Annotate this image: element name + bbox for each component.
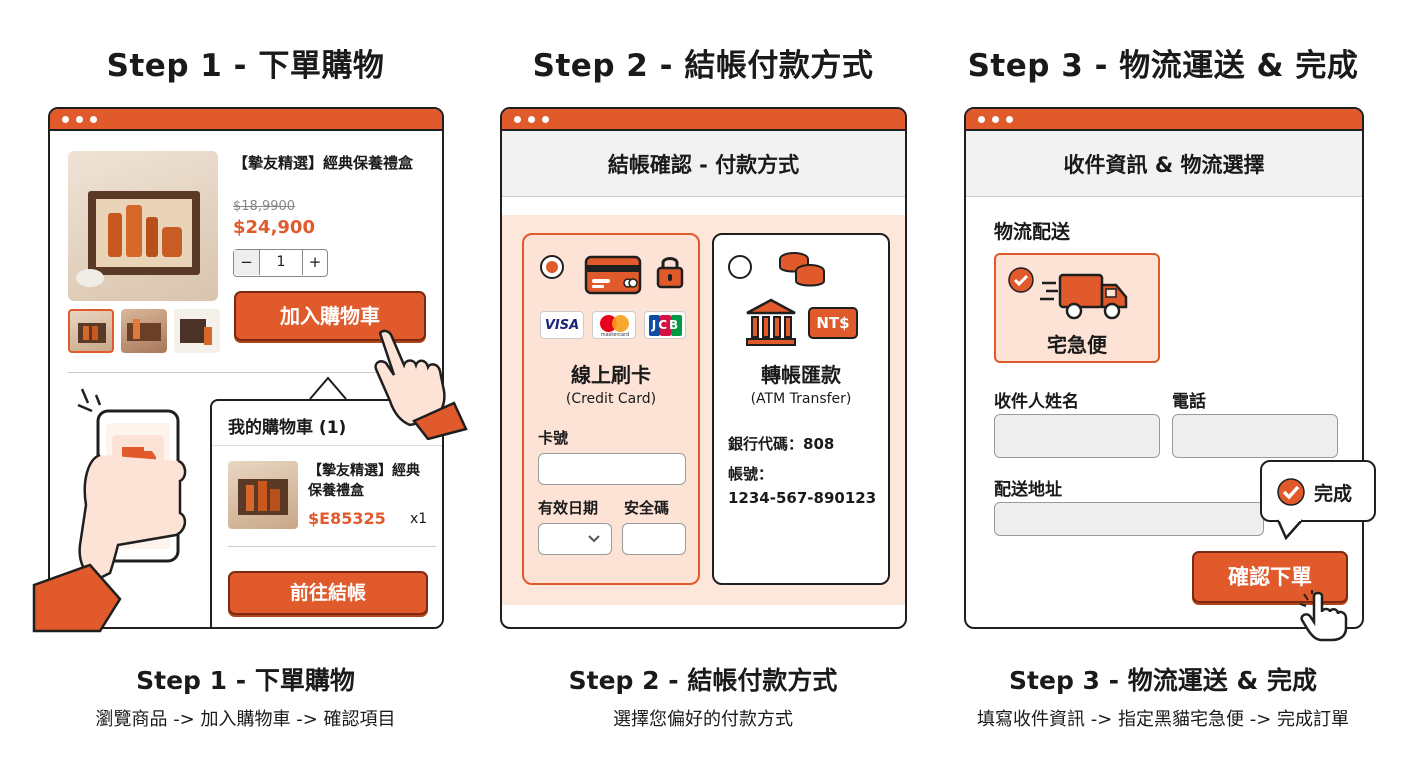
cart-popover: 我的購物車 (1) − 【摯友精選】經典保養禮盒 $E85325 x1 前往結帳	[210, 399, 442, 627]
window-dot	[90, 116, 97, 123]
step1-caption: Step 1 - 下單購物	[136, 666, 355, 695]
cart-item-name: 【摯友精選】經典保養禮盒	[308, 463, 420, 499]
lock-icon	[656, 257, 684, 289]
ntd-badge: NT$	[808, 307, 858, 339]
check-circle-icon	[1277, 478, 1305, 506]
step3-window: 收件資訊 & 物流選擇 物流配送 宅急便 收件人姓名 電話 配送地址 確認下單	[964, 107, 1364, 629]
completion-bubble-label: 完成	[1314, 483, 1353, 505]
credit-card-subtitle: (Credit Card)	[565, 391, 657, 407]
account-number: 1234-567-890123	[728, 489, 877, 507]
quantity-stepper[interactable]: − 1 +	[233, 249, 328, 277]
address-input[interactable]	[994, 502, 1264, 536]
divider	[228, 546, 436, 547]
mastercard-logo: mastercard	[592, 311, 636, 339]
expiry-select[interactable]	[538, 523, 612, 555]
pointer-cursor-icon	[1300, 590, 1348, 642]
chevron-down-icon	[588, 535, 600, 543]
step1-window: 【摯友精選】經典保養禮盒 $18,9900 $24,900 − 1 + 加入購物…	[48, 107, 444, 629]
coins-icon	[779, 252, 825, 287]
window-dot	[514, 116, 521, 123]
window-dot	[542, 116, 549, 123]
visa-logo: VISA	[540, 311, 584, 339]
window-dot	[978, 116, 985, 123]
payment-header-bar	[502, 131, 905, 197]
shipping-section-label: 物流配送	[994, 221, 1071, 243]
recipient-name-input[interactable]	[994, 414, 1160, 458]
shipping-header-bar	[966, 131, 1362, 197]
step3-caption: Step 3 - 物流運送 & 完成	[1009, 666, 1317, 695]
window-titlebar	[502, 109, 905, 131]
product-name: 【摯友精選】經典保養禮盒	[233, 154, 414, 172]
recipient-name-label: 收件人姓名	[994, 392, 1079, 412]
bank-code: 銀行代碼：808	[728, 435, 835, 453]
phone-label: 電話	[1172, 392, 1206, 412]
divider	[68, 372, 430, 373]
card-number-input[interactable]	[538, 453, 686, 485]
atm-subtitle: (ATM Transfer)	[750, 391, 852, 407]
payment-header: 結帳確認 - 付款方式	[607, 153, 800, 177]
cart-item-price: $E85325	[308, 509, 386, 528]
qty-minus-button[interactable]: −	[234, 250, 260, 275]
popover-notch	[309, 376, 347, 400]
bubble-tail	[1276, 518, 1303, 540]
qty-plus-button[interactable]: +	[302, 250, 327, 275]
home-delivery-option[interactable]: 宅急便	[994, 253, 1160, 363]
delivery-truck-icon	[1040, 273, 1128, 320]
step3-description: 填寫收件資訊 -> 指定黑貓宅急便 -> 完成訂單	[976, 709, 1350, 730]
jcb-logo: JCB	[644, 311, 686, 339]
product-old-price: $18,9900	[233, 199, 296, 214]
checkout-button[interactable]: 前往結帳	[228, 571, 428, 615]
product-image[interactable]	[68, 151, 218, 301]
window-dot	[992, 116, 999, 123]
qty-value[interactable]: 1	[276, 254, 286, 270]
shipping-header: 收件資訊 & 物流選擇	[1063, 153, 1265, 177]
address-label: 配送地址	[994, 480, 1062, 500]
product-price: $24,900	[233, 217, 315, 238]
account-label: 帳號：	[728, 465, 774, 483]
pointing-hand-icon	[374, 329, 468, 440]
atm-transfer-radio[interactable]	[728, 255, 752, 279]
step2-title: Step 2 - 結帳付款方式	[532, 48, 874, 84]
cvv-input[interactable]	[622, 523, 686, 555]
completion-bubble: 完成	[1260, 460, 1376, 522]
phone-input[interactable]	[1172, 414, 1338, 458]
card-number-label: 卡號	[538, 429, 569, 447]
step3-title: Step 3 - 物流運送 & 完成	[967, 48, 1359, 84]
window-titlebar	[50, 109, 442, 131]
checkmark-icon	[1008, 267, 1034, 293]
thumbnail-1[interactable]	[68, 309, 114, 353]
step2-description: 選擇您偏好的付款方式	[613, 709, 793, 730]
bank-icon	[746, 298, 796, 346]
credit-card-title: 線上刷卡	[571, 363, 651, 387]
window-dot	[76, 116, 83, 123]
step2-window: 結帳確認 - 付款方式 VISA mastercard JCB	[500, 107, 907, 629]
atm-transfer-option[interactable]: NT$ 轉帳匯款 (ATM Transfer) 銀行代碼：808 帳號： 123…	[712, 233, 890, 585]
step1-description: 瀏覽商品 -> 加入購物車 -> 確認項目	[95, 709, 396, 730]
phone-in-hand-icon	[32, 388, 187, 633]
step2-caption: Step 2 - 結帳付款方式	[568, 666, 838, 695]
step1-title: Step 1 - 下單購物	[106, 48, 385, 84]
divider	[212, 445, 442, 446]
window-dot	[528, 116, 535, 123]
credit-card-icon	[584, 255, 642, 295]
expiry-label: 有效日期	[538, 499, 599, 517]
thumbnail-3[interactable]	[174, 309, 220, 353]
cart-item-image	[228, 461, 298, 529]
cart-item-qty: x1	[410, 511, 428, 527]
home-delivery-label: 宅急便	[1047, 333, 1107, 357]
atm-title: 轉帳匯款	[761, 363, 841, 387]
thumbnail-2[interactable]	[121, 309, 167, 353]
cvv-label: 安全碼	[624, 499, 670, 517]
window-dot	[1006, 116, 1013, 123]
window-dot	[62, 116, 69, 123]
credit-card-radio[interactable]	[540, 255, 564, 279]
window-titlebar	[966, 109, 1362, 131]
add-to-cart-button[interactable]: 加入購物車	[234, 291, 426, 341]
cart-title: 我的購物車 (1)	[228, 418, 347, 438]
credit-card-option[interactable]: VISA mastercard JCB 線上刷卡 (Credit Card) 卡…	[522, 233, 700, 585]
